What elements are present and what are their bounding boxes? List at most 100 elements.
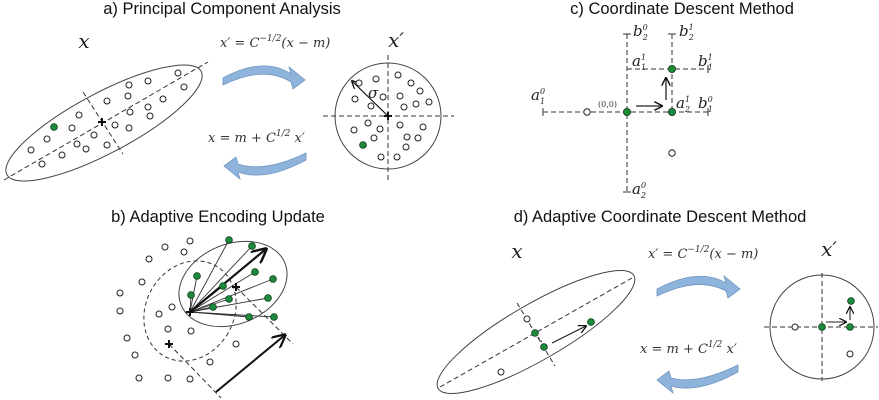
selected-point bbox=[269, 275, 277, 283]
major-axis bbox=[439, 277, 633, 388]
selected-point bbox=[219, 282, 227, 290]
sample-point bbox=[145, 255, 153, 263]
old-ellipse bbox=[143, 260, 237, 362]
selected-point bbox=[245, 313, 253, 321]
sample-point bbox=[180, 83, 188, 91]
mean-marker bbox=[98, 118, 106, 126]
sample-point bbox=[206, 358, 214, 366]
sample-point bbox=[73, 140, 81, 148]
sample-point bbox=[396, 121, 404, 129]
old-axis bbox=[168, 343, 222, 399]
selection-vector bbox=[189, 271, 256, 313]
sample-point bbox=[103, 141, 111, 149]
transform-arrows bbox=[222, 65, 741, 395]
accepted-point bbox=[668, 108, 677, 117]
sample-point bbox=[186, 375, 194, 383]
selected-point bbox=[50, 123, 58, 131]
sample-point bbox=[186, 237, 194, 245]
forward-transform-arrow bbox=[222, 65, 306, 90]
sigma-label: σ bbox=[368, 84, 379, 102]
sample-point bbox=[116, 307, 124, 315]
sample-point bbox=[103, 97, 111, 105]
sample-point bbox=[393, 153, 401, 161]
panel-adaptive-encoding bbox=[143, 239, 294, 399]
x-label: x bbox=[78, 29, 89, 53]
title-adaptive-coordinate-descent: d) Adaptive Coordinate Descent Method bbox=[514, 208, 807, 226]
x-prime-label: x′ bbox=[821, 237, 837, 261]
mean-marker bbox=[186, 308, 194, 316]
selected-point bbox=[540, 343, 548, 351]
mean-marker bbox=[232, 283, 240, 291]
inverse-transform-arrow bbox=[223, 152, 307, 181]
sample-point bbox=[372, 75, 380, 83]
sample-point bbox=[523, 315, 531, 323]
sample-point bbox=[497, 368, 505, 376]
selected-point bbox=[270, 313, 278, 321]
sample-point bbox=[146, 112, 154, 120]
sample-point bbox=[416, 87, 424, 95]
sample-point bbox=[846, 350, 854, 358]
sample-point bbox=[111, 121, 119, 129]
sample-point bbox=[414, 134, 422, 142]
step-arrow bbox=[551, 326, 586, 344]
selected-point bbox=[531, 329, 539, 337]
sample-point bbox=[58, 151, 66, 159]
title-coordinate-descent: c) Coordinate Descent Method bbox=[570, 0, 794, 18]
sample-point bbox=[400, 103, 408, 111]
mean-step-arrow bbox=[189, 249, 266, 313]
selection-vector bbox=[189, 311, 275, 318]
sample-point bbox=[164, 374, 172, 382]
sample-point bbox=[126, 108, 134, 116]
forward-formula: x′ = C−1/2(x − m) bbox=[220, 34, 330, 51]
sample-point bbox=[90, 131, 98, 139]
sample-point bbox=[138, 278, 146, 286]
sample-point bbox=[376, 125, 384, 133]
sample-point bbox=[125, 124, 133, 132]
selection-vector bbox=[189, 278, 274, 313]
sample-point bbox=[174, 69, 182, 77]
sample-point bbox=[180, 248, 188, 256]
selected-point bbox=[248, 242, 256, 250]
panel-pca: x x′ σ x′ = C−1/2(x − m) x = m + C1/2 x′ bbox=[3, 28, 454, 182]
sample-point bbox=[68, 124, 76, 132]
accepted-point bbox=[623, 108, 632, 117]
panel-adaptive-coordinate-descent: x x′ x′ = C−1/2(x − m) x = m + C1/2 x′ bbox=[436, 237, 878, 394]
major-axis bbox=[3, 61, 209, 181]
sample-point bbox=[155, 310, 163, 318]
candidate-point bbox=[668, 149, 676, 157]
origin-label: (0,0) bbox=[598, 100, 617, 109]
sample-point bbox=[355, 79, 363, 87]
x-label: x bbox=[511, 239, 522, 263]
sample-points bbox=[27, 69, 855, 383]
sample-point bbox=[364, 119, 372, 127]
sample-point bbox=[168, 303, 176, 311]
sample-point bbox=[232, 340, 240, 348]
sample-point bbox=[82, 145, 90, 153]
selection-vector bbox=[189, 298, 230, 313]
sample-point bbox=[131, 351, 139, 359]
sample-point bbox=[394, 71, 402, 79]
sigma-arrow bbox=[352, 81, 389, 117]
sample-point bbox=[351, 95, 359, 103]
sample-point bbox=[144, 103, 152, 111]
selected-point bbox=[587, 318, 595, 326]
selected-point bbox=[847, 297, 855, 305]
selected-point bbox=[187, 291, 195, 299]
sample-point bbox=[125, 81, 133, 89]
sample-point bbox=[75, 111, 83, 119]
sample-point bbox=[425, 98, 433, 106]
selected-point bbox=[251, 268, 259, 276]
sample-point bbox=[159, 95, 167, 103]
sample-point bbox=[116, 289, 124, 297]
forward-formula: x′ = C−1/2(x − m) bbox=[648, 245, 758, 262]
sample-point bbox=[144, 77, 152, 85]
sample-point bbox=[396, 92, 404, 100]
